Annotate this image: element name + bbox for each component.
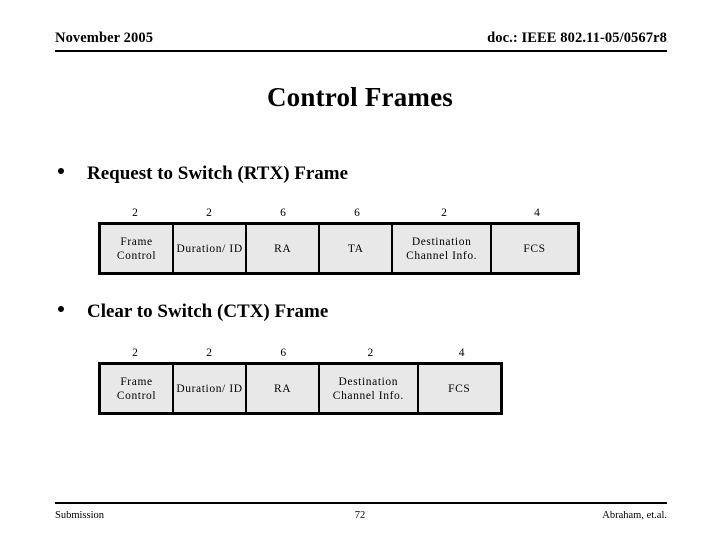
frame-field-label: Duration/ ID: [176, 242, 243, 255]
size-label: 4: [534, 207, 540, 219]
bullet-dot-icon: [58, 168, 64, 174]
header-doc-reference: doc.: IEEE 802.11-05/0567r8: [487, 30, 667, 46]
frame-field-destination-channel-info: Destination Channel Info.: [393, 225, 493, 272]
frame-field-label: RA: [273, 382, 292, 395]
slide-header: November 2005 doc.: IEEE 802.11-05/0567r…: [55, 30, 667, 47]
size-label: 2: [206, 207, 212, 219]
footer-divider: [55, 502, 667, 504]
frame-fields-row-ctx: Frame Control Duration/ ID RA Destinatio…: [98, 362, 503, 415]
frame-field-label: TA: [347, 242, 364, 255]
size-label: 2: [206, 347, 213, 359]
frame-field-ta: TA: [320, 225, 394, 272]
frame-field-destination-channel-info: Destination Channel Info.: [320, 365, 419, 412]
frame-field-fcs: FCS: [418, 365, 500, 412]
frame-field-label: Destination Channel Info.: [406, 235, 478, 262]
footer-author-label: Abraham, et.al.: [602, 510, 667, 521]
bullet-label-ctx: Clear to Switch (CTX) Frame: [87, 301, 329, 322]
frame-size-row-ctx: 2 2 6 2 4: [98, 347, 503, 360]
bullet-dot-icon: [58, 306, 64, 312]
bullet-label-rtx: Request to Switch (RTX) Frame: [87, 163, 349, 184]
frame-field-label: Duration/ ID: [176, 382, 243, 395]
footer-page-number: 72: [354, 510, 366, 521]
slide-footer: Submission Abraham, et.al.: [55, 510, 667, 521]
frame-field-label: Frame Control: [116, 235, 157, 262]
bullet-item-rtx: Request to Switch (RTX) Frame: [58, 163, 348, 185]
frame-field-label: FCS: [448, 382, 471, 395]
frame-diagram-ctx: 2 2 6 2 4 Frame Control Duration/ ID RA …: [98, 347, 503, 415]
size-label: 2: [132, 207, 138, 219]
frame-field-duration-id: Duration/ ID: [174, 225, 248, 272]
footer-submission-label: Submission: [55, 510, 105, 521]
frame-field-label: FCS: [523, 242, 546, 255]
header-divider: [55, 50, 667, 52]
frame-field-label: Frame Control: [116, 375, 157, 402]
size-label: 4: [458, 347, 465, 359]
page-title: Control Frames: [266, 82, 453, 112]
frame-fields-row-rtx: Frame Control Duration/ ID RA TA Destina…: [98, 222, 580, 275]
size-label: 6: [280, 347, 287, 359]
frame-field-duration-id: Duration/ ID: [174, 365, 248, 412]
frame-field-label: RA: [274, 242, 292, 255]
size-label: 6: [280, 207, 286, 219]
frame-field-ra: RA: [247, 365, 321, 412]
header-date: November 2005: [55, 30, 154, 46]
size-label: 2: [441, 207, 447, 219]
size-label: 6: [354, 207, 360, 219]
size-label: 2: [367, 347, 374, 359]
frame-field-fcs: FCS: [492, 225, 577, 272]
frame-field-label: Destination Channel Info.: [332, 375, 404, 402]
frame-size-row-rtx: 2 2 6 6 2 4: [98, 207, 580, 220]
bullet-item-ctx: Clear to Switch (CTX) Frame: [58, 301, 328, 323]
frame-field-frame-control: Frame Control: [101, 365, 175, 412]
frame-field-frame-control: Frame Control: [101, 225, 175, 272]
size-label: 2: [132, 347, 138, 359]
frame-field-ra: RA: [247, 225, 321, 272]
frame-diagram-rtx: 2 2 6 6 2 4 Frame Control Duration/ ID R…: [98, 207, 580, 275]
